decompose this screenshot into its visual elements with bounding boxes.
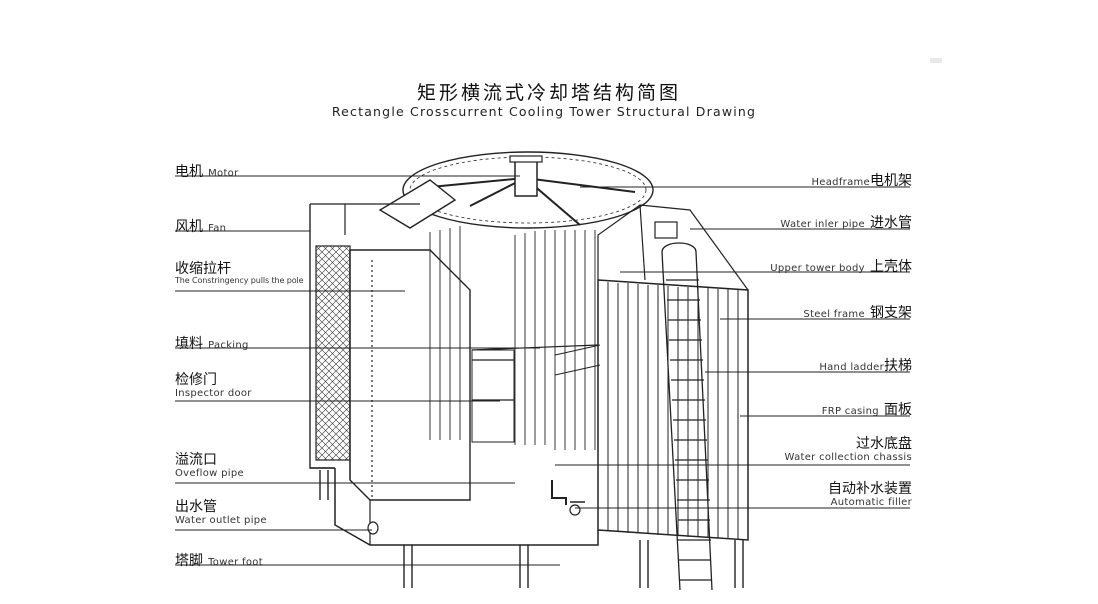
bottom-gradient-bar <box>930 58 942 63</box>
label-water-inlet-pipe: Water inler pipe 进水管 <box>780 215 912 231</box>
packing-block <box>349 249 471 501</box>
label-headframe: Headframe电机架 <box>811 173 912 189</box>
label-constringency-pole: 收缩拉杆 The Constringency pulls the pole <box>175 261 304 286</box>
label-water-outlet-pipe: 出水管 Water outlet pipe <box>175 499 267 527</box>
fan-ring <box>402 151 654 229</box>
label-tower-foot: 塔脚 Tower foot <box>175 553 263 569</box>
label-overflow-pipe: 溢流口 Oveflow pipe <box>175 452 244 480</box>
left-louver-mesh <box>315 245 351 461</box>
label-inspector-door: 检修门 Inspector door <box>175 372 252 400</box>
label-fan: 风机 Fan <box>175 219 227 235</box>
diagram-title-cn: 矩形横流式冷却塔结构简图 <box>416 82 681 104</box>
water-inlet-pipe-box <box>654 221 678 239</box>
casing-ribs <box>607 282 739 539</box>
tower-feet <box>319 470 744 588</box>
label-packing: 填料 Packing <box>175 336 249 352</box>
label-water-collection-chassis: 过水底盘 Water collection chassis <box>784 436 912 464</box>
motor-body <box>514 159 538 197</box>
label-motor: 电机 Motor <box>175 164 239 180</box>
center-packing <box>429 226 596 450</box>
diagram-title-en: Rectangle Crosscurrent Cooling Tower Str… <box>331 104 757 119</box>
label-steel-frame: Steel frame 钢支架 <box>803 305 912 321</box>
hand-ladder <box>661 242 713 591</box>
label-frp-casing: FRP casing 面板 <box>821 402 912 418</box>
leader-lines <box>175 175 910 566</box>
tower-structure <box>309 151 749 591</box>
label-upper-tower-body: Upper tower body 上壳体 <box>770 259 912 275</box>
label-automatic-filler: 自动补水装置 Automatic filler <box>828 481 912 509</box>
label-hand-ladder: Hand ladder扶梯 <box>819 358 912 374</box>
